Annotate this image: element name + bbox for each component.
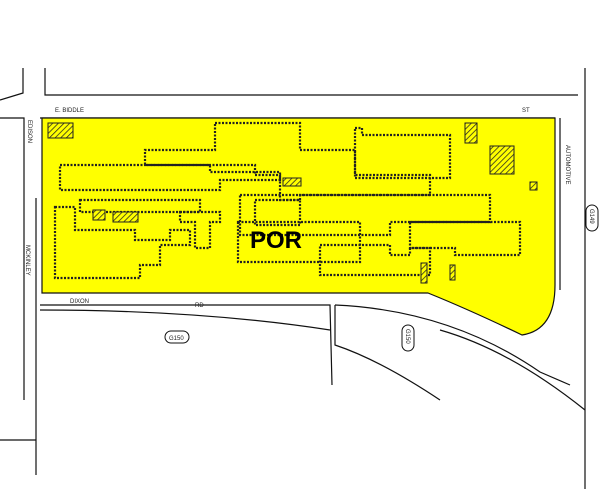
street-label-automotive: AUTOMOTIVE <box>564 145 570 185</box>
street-label-st: ST <box>522 108 530 114</box>
street-label-edison: EDISON <box>26 120 32 143</box>
street-label-rd: RD <box>195 303 204 309</box>
svg-text:G150: G150 <box>169 336 184 342</box>
buildings <box>47 121 538 284</box>
parcel-label: POR <box>250 227 302 254</box>
parcel-id-badge: G150 <box>401 324 415 352</box>
svg-text:G149: G149 <box>588 209 594 224</box>
parcel-id-badge: G150 <box>164 330 190 344</box>
parcel-id-badge: G149 <box>585 204 599 232</box>
street-label-biddle: E. BIDDLE <box>55 108 84 114</box>
street-label-mckinley: MCKINLEY <box>24 245 30 276</box>
street-label-dixon: DIXON <box>70 299 89 305</box>
svg-text:G150: G150 <box>404 329 410 344</box>
